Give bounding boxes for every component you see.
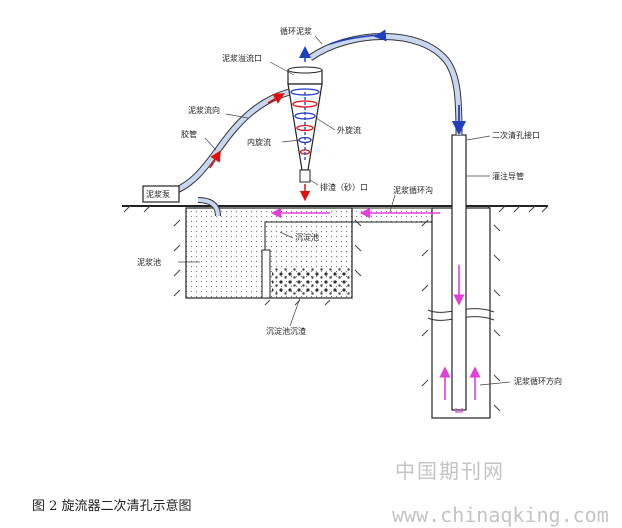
hose-flow-arrow bbox=[209, 150, 221, 169]
label-circulating-mud: 循环泥浆 bbox=[280, 26, 312, 36]
sediment-layer bbox=[272, 268, 350, 296]
tank-partition bbox=[261, 249, 271, 299]
label-circulation-direction: 泥浆循环方向 bbox=[514, 376, 562, 386]
label-mud-flow-direction: 泥浆流向 bbox=[188, 105, 220, 115]
vortex-spirals bbox=[290, 88, 320, 160]
label-overflow-port: 泥浆溢流口 bbox=[222, 53, 262, 63]
suction-pipe bbox=[197, 198, 220, 217]
bottom-turn-arrow bbox=[455, 408, 463, 413]
label-inner-vortex: 内旋流 bbox=[247, 137, 271, 147]
label-mud-pump: 泥浆泵 bbox=[146, 189, 170, 199]
mud-pump bbox=[142, 185, 180, 203]
leader-lines bbox=[178, 35, 511, 386]
circulation-pipe bbox=[308, 34, 462, 136]
cyclone-outlet bbox=[299, 169, 311, 183]
watermark-en: www.chinaqking.com bbox=[392, 503, 609, 527]
label-secondary-port: 二次清孔接口 bbox=[492, 130, 540, 140]
label-mud-ditch: 泥浆循环沟 bbox=[393, 185, 433, 195]
figure-caption: 图 2 旋流器二次清孔示意图 bbox=[32, 498, 192, 514]
label-rubber-hose: 胶管 bbox=[181, 129, 197, 139]
label-pouring-pipe: 灌注导管 bbox=[492, 171, 524, 181]
cyclone-rim bbox=[287, 66, 323, 74]
hose-flow-arrow-2 bbox=[267, 93, 285, 104]
label-mud-pit: 泥浆池 bbox=[137, 257, 161, 267]
label-outer-vortex: 外旋流 bbox=[337, 125, 361, 135]
label-settling-tank: 沉淀池 bbox=[295, 232, 319, 242]
label-sediment: 沉淀池沉渣 bbox=[266, 326, 306, 336]
watermark-cn: 中国期刊网 bbox=[395, 459, 505, 483]
circulation-arrow-top bbox=[329, 29, 387, 45]
label-discharge-port: 排渣（砂）口 bbox=[320, 182, 368, 192]
